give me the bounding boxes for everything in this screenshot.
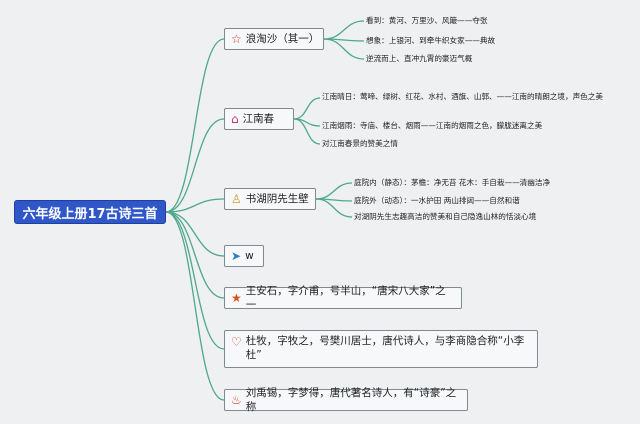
leaf-text: 想象：上银河、到牵牛织女家——典故 [366,36,496,45]
star-outline-icon: ☆ [231,32,242,46]
leaf-text: 对江南春景的赞美之情 [322,139,398,148]
branch-connector [165,211,225,401]
leaf-connector [323,38,365,60]
leaf-text: 逆流而上、直冲九霄的豪迈气概 [366,54,473,63]
root-topic-label: 六年级上册17古诗三首 [22,206,158,222]
branch-label: 江南春 [242,113,275,125]
branch-liuyuxi[interactable]: ♨ 刘禹锡，字梦得，唐代著名诗人，有“诗豪”之称 [224,387,468,413]
paper-plane-icon: ➤ [231,249,242,263]
branch-jiangnanchun[interactable]: ⌂ 江南春 [224,108,294,130]
heart-icon: ♡ [231,335,242,349]
branch-label: 杜牧，字牧之，号樊川居士，唐代诗人，与李商隐合称“小李杜” [245,335,525,361]
root-topic[interactable]: 六年级上册17古诗三首 [14,200,166,224]
branch-langtaosha[interactable]: ☆ 浪淘沙（其一） [224,28,324,50]
branch-label: 王安石，字介甫，号半山，“唐宋八大家”之一 [245,285,446,311]
branch-label: 刘禹锡，字梦得，唐代著名诗人，有“诗豪”之称 [245,387,457,413]
branch-connector [165,211,225,299]
branch-dumu[interactable]: ♡ 杜牧，字牧之，号樊川居士，唐代诗人，与李商隐合称“小李杜” [224,330,538,368]
leaf-text: 庭院外（动态）：一水护田 两山排闼——自然和谐 [354,196,520,205]
branch-connector [165,118,225,213]
leaf-text: 江南烟雨：寺庙、楼台、烟雨——江南的烟雨之色，朦胧迷离之美 [322,121,543,130]
star-filled-icon: ★ [231,291,242,305]
leaf-connector [293,118,321,145]
leaf-connector [323,20,365,40]
branch-connector [165,211,225,350]
branch-connector [165,198,225,213]
branch-wanganshi[interactable]: ★ 王安石，字介甫，号半山，“唐宋八大家”之一 [224,285,462,311]
leaf-text: 看到：黄河、万里沙、风簸——夺张 [366,16,488,25]
branch-shuhuyin[interactable]: ♙ 书湖阴先生壁 [224,188,316,210]
leaf-text: 庭院内（静态）：茅檐：净无苔 花木：手自栽——清幽洁净 [354,178,551,187]
branch-connector [165,211,225,257]
house-icon: ⌂ [231,112,239,126]
branch-connector [165,38,225,213]
leaf-text: 江南晴日：莺啼、绿树、红花、水村、酒旗、山郭、——江南的晴朗之境，声色之美 [322,92,603,101]
branch-w[interactable]: ➤ w [224,245,264,267]
flame-icon: ♨ [231,393,242,407]
leaf-text: 对湖阴先生志趣高洁的赞美和自己隐逸山林的恬淡心境 [354,212,537,221]
leaf-connector [315,182,353,200]
branch-label: 浪淘沙（其一） [245,33,320,45]
branch-label: 书湖阴先生壁 [245,193,309,205]
leaf-connector [293,97,321,120]
leaf-connector [315,198,353,218]
branch-label: w [245,250,254,262]
bulb-icon: ♙ [231,192,242,206]
